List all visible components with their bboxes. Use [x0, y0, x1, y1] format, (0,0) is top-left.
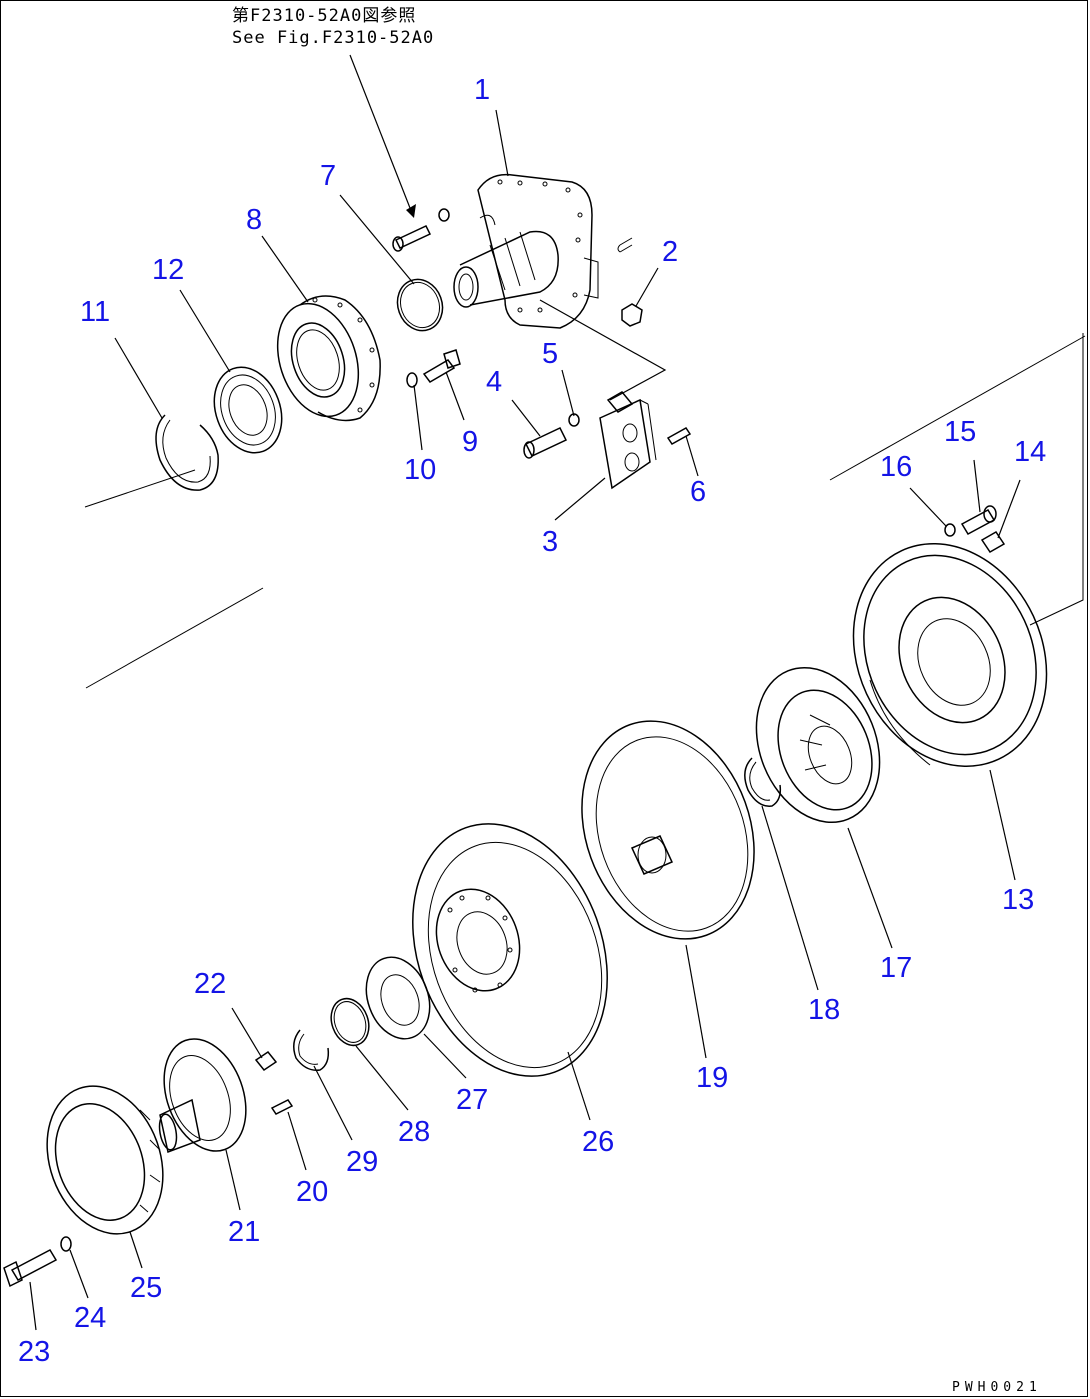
callout-9[interactable]: 9 — [462, 426, 479, 458]
callout-10[interactable]: 10 — [404, 454, 437, 486]
drawing-code: PWH0021 — [952, 1380, 1042, 1395]
section-lines — [84, 333, 1086, 689]
reference-note-english: See Fig.F2310-52A0 — [232, 28, 435, 48]
part-20-pin — [270, 1099, 294, 1115]
part-11-snap-ring — [155, 414, 219, 491]
callout-11[interactable]: 11 — [80, 296, 111, 328]
callout-16[interactable]: 16 — [880, 451, 913, 483]
top-bolt-and-washer — [392, 204, 450, 252]
callout-3[interactable]: 3 — [542, 526, 559, 558]
part-3-bracket — [599, 391, 657, 490]
callout-13[interactable]: 13 — [1002, 884, 1035, 916]
callout-2[interactable]: 2 — [662, 236, 679, 268]
leader-lines — [29, 109, 1021, 1331]
callout-8[interactable]: 8 — [246, 204, 263, 236]
part-12-bearing — [213, 366, 283, 454]
part-19-turbine — [581, 720, 755, 940]
part-10-washer — [406, 372, 418, 388]
part-2-plug — [621, 303, 643, 327]
part-24-washer — [60, 1236, 72, 1252]
part-27-bearing — [365, 956, 431, 1040]
callout-4[interactable]: 4 — [486, 366, 503, 398]
callout-28[interactable]: 28 — [398, 1116, 431, 1148]
part-7-o-ring — [396, 278, 444, 332]
part-14-plug — [980, 531, 1006, 553]
callout-24[interactable]: 24 — [74, 1302, 107, 1334]
callout-19[interactable]: 19 — [696, 1062, 729, 1094]
part-22-plug — [254, 1050, 278, 1072]
part-9-bolt — [422, 349, 461, 383]
callout-14[interactable]: 14 — [1014, 436, 1047, 468]
callout-23[interactable]: 23 — [18, 1336, 51, 1368]
part-6-pin — [666, 427, 692, 445]
reference-arrow — [349, 54, 411, 209]
part-23-bolt — [3, 1249, 58, 1288]
part-18-snap-ring — [744, 757, 782, 807]
part-16-washer — [944, 523, 956, 537]
callout-29[interactable]: 29 — [346, 1146, 379, 1178]
part-28-seal-ring — [330, 997, 370, 1047]
callout-1[interactable]: 1 — [474, 74, 491, 106]
part-1-housing — [453, 173, 633, 329]
part-8-cover — [276, 295, 381, 422]
part-26-front-cover — [412, 823, 608, 1077]
part-13-pump-impeller — [852, 543, 1048, 767]
callout-12[interactable]: 12 — [152, 254, 185, 286]
part-25-gear — [46, 1085, 164, 1235]
callout-6[interactable]: 6 — [690, 476, 707, 508]
callout-20[interactable]: 20 — [296, 1176, 329, 1208]
part-21-flange — [158, 1038, 247, 1154]
callout-7[interactable]: 7 — [320, 160, 337, 192]
callout-27[interactable]: 27 — [456, 1084, 489, 1116]
reference-note-japanese: 第F2310-52A0図参照 — [232, 6, 417, 26]
part-29-snap-ring — [293, 1029, 330, 1071]
part-15-bolt — [960, 505, 997, 535]
callout-22[interactable]: 22 — [194, 968, 227, 1000]
callout-15[interactable]: 15 — [944, 416, 977, 448]
callout-5[interactable]: 5 — [542, 338, 559, 370]
callout-21[interactable]: 21 — [228, 1216, 261, 1248]
part-4-bolt — [523, 427, 568, 459]
callout-17[interactable]: 17 — [880, 952, 913, 984]
callout-25[interactable]: 25 — [130, 1272, 163, 1304]
callout-26[interactable]: 26 — [582, 1126, 615, 1158]
callout-18[interactable]: 18 — [808, 994, 841, 1026]
part-17-stator — [755, 666, 881, 824]
